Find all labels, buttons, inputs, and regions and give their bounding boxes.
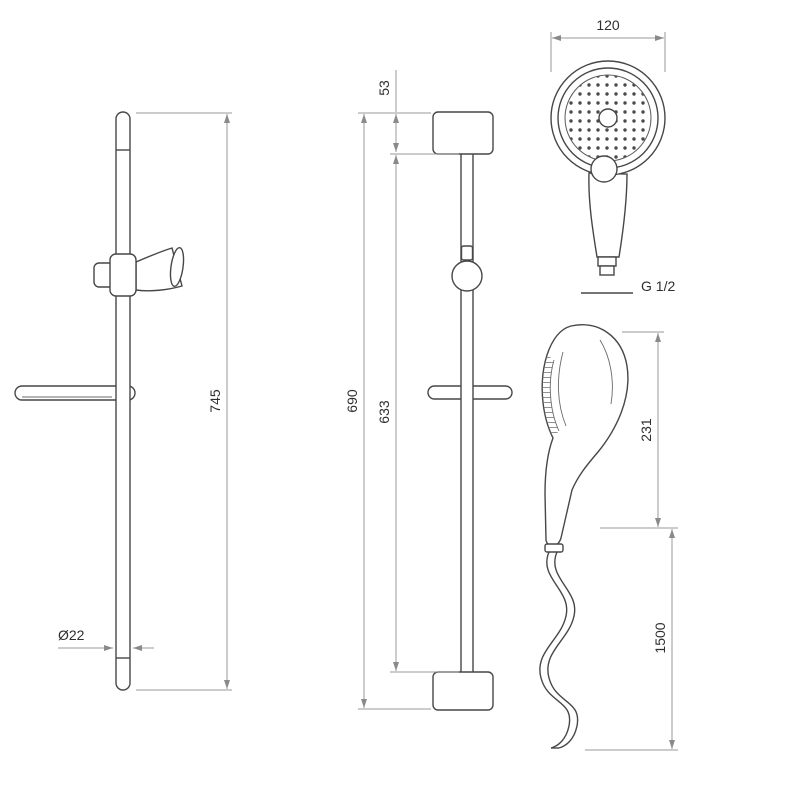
slider-knob bbox=[451, 260, 483, 292]
dim-hose-length: 1500 bbox=[585, 529, 678, 751]
dim-handset-length: 231 bbox=[600, 331, 678, 529]
slide-rail bbox=[115, 111, 131, 691]
dim-overall-length: 690 bbox=[344, 112, 431, 710]
side-view-rail bbox=[427, 111, 513, 711]
handshower-face-view: G 1/2 bbox=[550, 60, 675, 294]
slide-rail-side bbox=[460, 149, 474, 677]
dim-head-diameter: 120 bbox=[550, 17, 666, 72]
dim-bracket-height: 53 bbox=[376, 70, 399, 152]
dim-inner-length: 633 bbox=[376, 153, 459, 673]
hose-connector bbox=[544, 543, 564, 553]
spray-face-edge bbox=[542, 355, 559, 438]
connector-nut bbox=[599, 265, 615, 276]
holder-clamp bbox=[109, 253, 137, 297]
handshower-handle bbox=[588, 172, 628, 258]
dim-rail-diameter: Ø22 bbox=[58, 627, 154, 651]
slider-stem bbox=[460, 245, 474, 261]
dim-label-231: 231 bbox=[638, 418, 654, 442]
dim-label-690: 690 bbox=[344, 389, 360, 413]
top-wall-bracket bbox=[432, 111, 494, 155]
holder-opening bbox=[169, 246, 185, 288]
hose-line-left bbox=[539, 551, 571, 749]
front-view-rail bbox=[14, 111, 185, 691]
dim-total-height: 745 bbox=[136, 112, 232, 691]
dim-label-53: 53 bbox=[376, 80, 392, 96]
mode-button bbox=[590, 155, 618, 183]
shower-hose bbox=[539, 551, 579, 749]
face-center-cap bbox=[598, 108, 618, 128]
handle-connector bbox=[597, 256, 617, 267]
bottom-wall-bracket bbox=[432, 671, 494, 711]
dim-label-745: 745 bbox=[207, 389, 223, 413]
hose-line-right bbox=[547, 551, 579, 749]
thread-label: G 1/2 bbox=[641, 278, 675, 294]
dim-label-1500: 1500 bbox=[652, 622, 668, 653]
handshower-profile-view bbox=[541, 324, 629, 553]
dim-label-rail-diameter: Ø22 bbox=[58, 627, 85, 643]
dim-label-120: 120 bbox=[596, 17, 620, 33]
dim-label-633: 633 bbox=[376, 400, 392, 424]
soap-dish bbox=[14, 385, 136, 401]
